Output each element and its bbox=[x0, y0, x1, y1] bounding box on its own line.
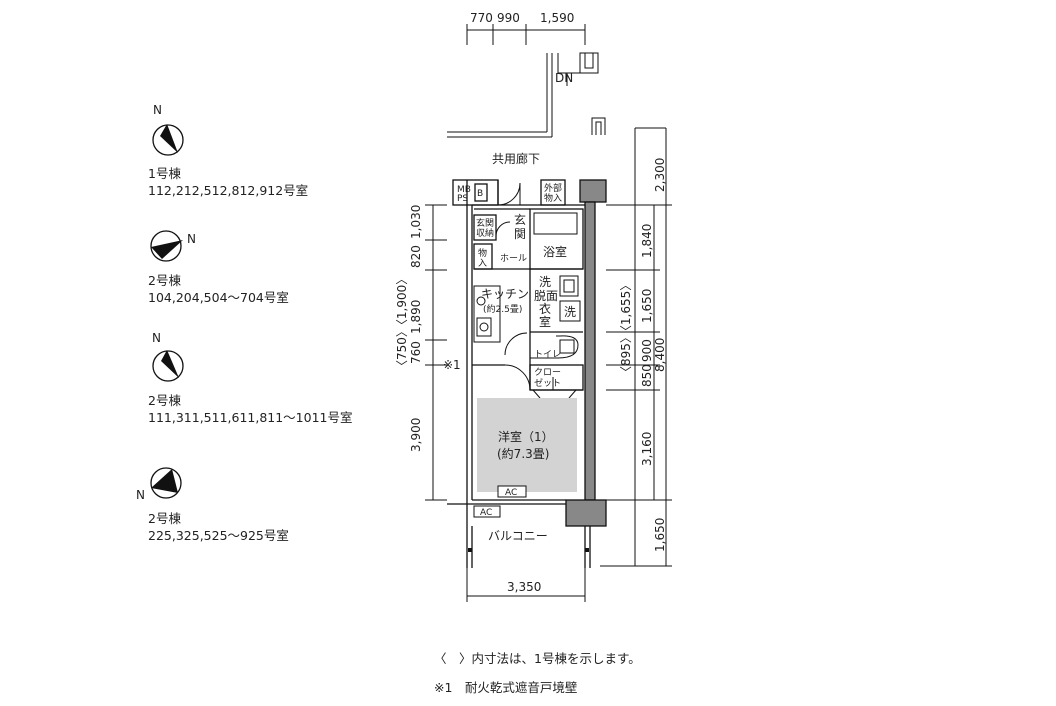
right-dim-9: 1,650 bbox=[653, 518, 667, 552]
entrance-storage-label-2: 収納 bbox=[476, 227, 494, 239]
building-label: 1号棟 bbox=[148, 166, 181, 181]
left-dim-4: 1,890 bbox=[409, 300, 423, 334]
mbps-label-1: MB bbox=[457, 185, 471, 195]
north-label: N bbox=[136, 488, 145, 502]
washroom-label-2: 脱面 bbox=[534, 288, 558, 303]
outdoor-storage-label-2: 物入 bbox=[544, 192, 562, 204]
washroom-label-1: 洗 bbox=[539, 275, 551, 289]
left-dimension bbox=[425, 204, 447, 501]
toilet-label: トイレ bbox=[534, 350, 561, 360]
entrance-label-2: 関 bbox=[514, 227, 526, 241]
right-dim-8: 3,160 bbox=[640, 432, 654, 466]
bottom-dimension bbox=[466, 568, 586, 602]
kitchen-label: キッチン bbox=[481, 287, 529, 301]
right-dim-5: 900 bbox=[640, 339, 654, 362]
top-dim-1: 770 bbox=[470, 11, 493, 25]
note-fire-wall: ※1 耐火乾式遮音戸境壁 bbox=[434, 680, 578, 695]
compass-2: N bbox=[150, 230, 196, 262]
western-room-label: 洋室（1） bbox=[498, 429, 554, 444]
right-dim-1: 2,300 bbox=[653, 158, 667, 192]
ac-label-1: AC bbox=[505, 488, 517, 498]
entrance-storage-label-1: 玄関 bbox=[476, 217, 494, 229]
north-label: N bbox=[153, 103, 162, 117]
right-dim-3: 1,650 bbox=[640, 289, 654, 323]
ac-unit-indoor bbox=[497, 485, 527, 498]
building-label: 2号棟 bbox=[148, 273, 181, 288]
compass-4: N bbox=[136, 467, 182, 502]
room-list: 104,204,504〜704号室 bbox=[148, 290, 289, 305]
left-dim-3: 〈750〉〈1,900〉 bbox=[395, 273, 409, 372]
hall-label: ホール bbox=[500, 253, 527, 264]
room-list: 111,311,511,611,811〜1011号室 bbox=[148, 410, 353, 425]
washroom-label-4: 室 bbox=[539, 314, 551, 329]
right-dim-2: 1,840 bbox=[640, 224, 654, 258]
right-dim-6: 850 bbox=[640, 364, 654, 387]
mbps-label-2: PS bbox=[457, 194, 468, 204]
entrance-label-1: 玄 bbox=[514, 212, 526, 227]
note-inner-dimension: 〈 〉内寸法は、1号棟を示します。 bbox=[434, 651, 641, 666]
fire-wall-mark: ※1 bbox=[443, 358, 461, 372]
left-dim-6: 3,900 bbox=[409, 418, 423, 452]
compass-group-2: 2号棟 104,204,504〜704号室 bbox=[148, 272, 289, 306]
north-label: N bbox=[152, 331, 161, 345]
building-label: 2号棟 bbox=[148, 393, 181, 408]
north-label: N bbox=[187, 232, 196, 246]
compass-1: N bbox=[152, 103, 184, 156]
compass-group-4: 2号棟 225,325,525〜925号室 bbox=[148, 510, 289, 544]
top-dimension bbox=[466, 24, 586, 45]
closet-small-label-2: 入 bbox=[478, 258, 487, 269]
closet-label-2: ゼット bbox=[534, 377, 561, 389]
unit-walls bbox=[447, 179, 607, 568]
washroom-label-3: 衣 bbox=[539, 301, 551, 316]
compass-group-1: 1号棟 112,212,512,812,912号室 bbox=[148, 165, 308, 199]
room-list: 112,212,512,812,912号室 bbox=[148, 183, 309, 198]
left-dim-5: 760 bbox=[409, 341, 423, 364]
compass-group-3: 2号棟 111,311,511,611,811〜1011号室 bbox=[148, 392, 353, 426]
room-list: 225,325,525〜925号室 bbox=[148, 528, 289, 543]
ac-label-2: AC bbox=[480, 508, 492, 518]
western-room-floor bbox=[477, 398, 577, 492]
corridor-label: 共用廊下 bbox=[492, 151, 540, 166]
right-dimension bbox=[600, 128, 672, 567]
ac-unit-outdoor bbox=[473, 505, 501, 518]
right-dim-4: 〈895〉〈1,655〉 bbox=[619, 279, 633, 378]
outdoor-storage-label-1: 外部 bbox=[544, 182, 562, 194]
kitchen-size-label: (約2.5畳) bbox=[483, 303, 522, 315]
top-dim-3: 1,590 bbox=[540, 11, 574, 25]
compass-3: N bbox=[152, 331, 184, 382]
bottom-dim: 3,350 bbox=[507, 580, 541, 594]
corridor-wall bbox=[447, 52, 666, 138]
dn-label: DN bbox=[555, 71, 573, 85]
closet-label-1: クロー bbox=[534, 367, 561, 378]
bath-label: 浴室 bbox=[543, 244, 567, 259]
building-label: 2号棟 bbox=[148, 511, 181, 526]
b-label: B bbox=[477, 189, 483, 199]
closet-small-label-1: 物 bbox=[478, 247, 487, 259]
left-dim-1: 1,030 bbox=[409, 205, 423, 239]
top-dim-2: 990 bbox=[497, 11, 520, 25]
washer-label: 洗 bbox=[564, 305, 576, 319]
balcony-label: バルコニー bbox=[488, 529, 548, 543]
right-dim-7: 8,400 bbox=[653, 338, 667, 372]
left-dim-2: 820 bbox=[409, 245, 423, 268]
western-room-size-label: (約7.3畳) bbox=[497, 446, 549, 461]
